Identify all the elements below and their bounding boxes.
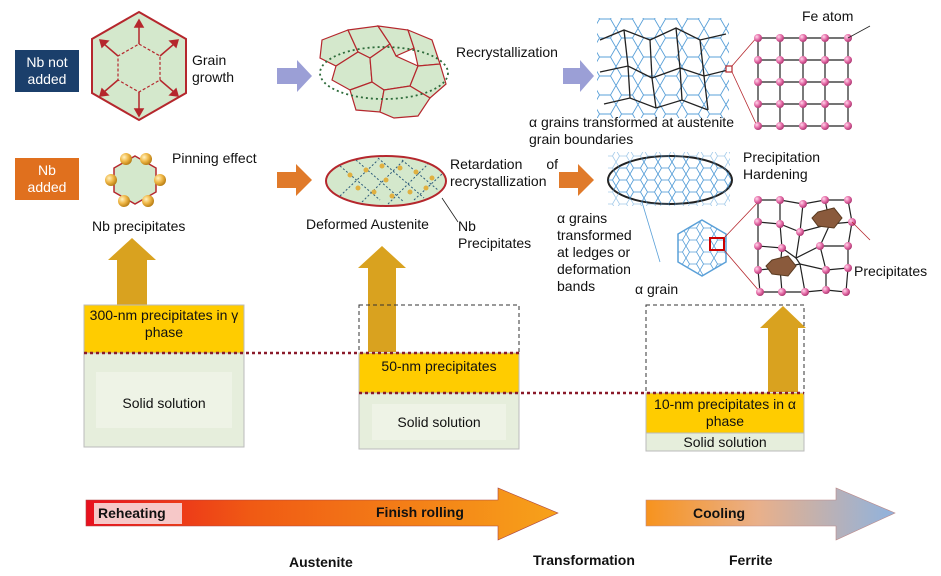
finish-rolling-label: Finish rolling [376,504,464,520]
gold-arrow-2 [358,246,406,352]
row1-arrow-1 [277,60,312,92]
pinning-effect-label: Pinning effect [172,150,257,166]
precipitates-label: Precipitates [854,263,928,279]
pinning-grain [105,153,166,207]
cooling-label: Cooling [693,505,746,521]
box3-bottom-text: Solid solution [683,434,767,450]
box3-top-text: 10-nm precipitates in α phase [654,396,796,429]
box2-bottom-text: Solid solution [397,414,481,430]
box1-bottom-text: Solid solution [122,395,206,411]
nb-not-added-tag: Nb not added [15,50,79,92]
transformation-label: Transformation [533,552,635,568]
box-2 [358,304,520,450]
austenite-label: Austenite [289,554,353,570]
nb-not-added-text: Nb not added [26,54,68,87]
box-3 [645,304,805,452]
deformed-austenite-label: Deformed Austenite [306,216,429,232]
grain-growth-hexagon [91,10,187,122]
row2-arrow-2 [559,164,594,196]
nb-precipitates-2-label: Nb Precipitates [458,218,532,251]
row2-arrow-1 [277,164,312,196]
retardation-label: Retardation of recrystallization [450,156,558,189]
nb-precipitates-label: Nb precipitates [92,218,186,234]
recrystallization-label: Recrystallization [456,44,558,60]
alpha-grains-boundaries [597,18,759,129]
reheating-label: Reheating [98,505,166,521]
gold-arrow-3 [760,306,806,392]
row1-arrow-2 [563,60,594,92]
fe-atom-label: Fe atom [802,8,854,24]
alpha-boundaries-label: α grains transformed at austenite grain … [529,114,734,147]
timeline-arrow-austenite [85,487,559,541]
box1-top-text: 300-nm precipitates in γ phase [89,307,239,340]
box2-top-text: 50-nm precipitates [381,358,497,374]
alpha-grains-ledges [607,152,733,263]
ferrite-label: Ferrite [729,552,773,568]
nb-added-tag: Nb added [15,158,79,200]
alpha-grain-label: α grain [635,281,679,297]
deformed-austenite [325,155,459,223]
nb-added-text: Nb added [27,162,67,195]
precipitation-lattice [754,196,871,296]
precipitation-hardening-label: Precipitation Hardening [743,149,821,182]
alpha-grain-hexagon [677,199,761,293]
precipitate-particle-2 [765,255,797,277]
timeline-arrow-ferrite [645,487,896,541]
alpha-ledges-label: α grains transformed at ledges or deform… [557,210,632,294]
precipitate-particle-1 [811,207,843,229]
box-1 [83,304,245,448]
reheating-highlight [94,503,182,524]
fe-lattice [754,25,871,130]
gold-arrow-1 [108,238,156,305]
recrystallized-grains [319,25,449,119]
grain-growth-label: Grain growth [192,52,235,85]
